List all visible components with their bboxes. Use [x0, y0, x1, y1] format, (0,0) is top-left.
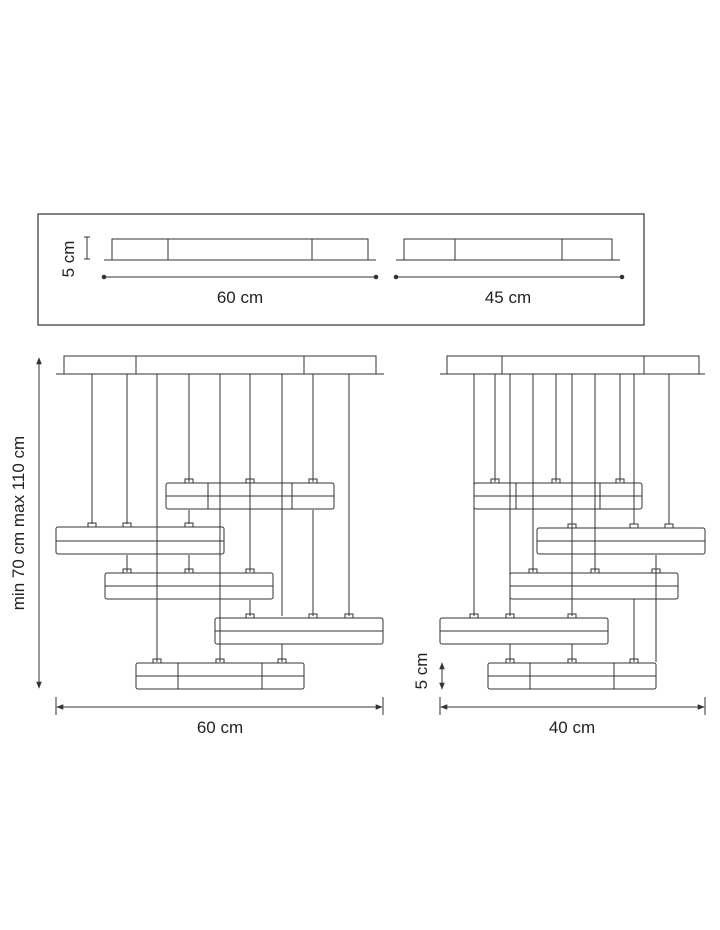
left-width-dimension: [55, 697, 384, 715]
right-width-label: 40 cm: [549, 718, 595, 737]
right-width-dimension: [439, 697, 706, 715]
top-view-left-width-label: 60 cm: [217, 288, 263, 307]
left-height-label: min 70 cm max 110 cm: [9, 436, 28, 610]
top-view-height-dimension: [84, 236, 90, 260]
top-view-right-width-label: 45 cm: [485, 288, 531, 307]
left-side-view: [55, 355, 384, 690]
top-view-plate-right: [396, 238, 620, 261]
top-view-width-dimension-left: [101, 274, 379, 280]
top-view-plate-left: [104, 238, 376, 261]
right-side-view: [439, 355, 706, 690]
top-view-width-dimension-right: [393, 274, 625, 280]
left-width-label: 60 cm: [197, 718, 243, 737]
top-view-frame: [37, 213, 645, 326]
top-view-height-label: 5 cm: [59, 241, 78, 278]
right-panel-height-label: 5 cm: [412, 653, 431, 690]
